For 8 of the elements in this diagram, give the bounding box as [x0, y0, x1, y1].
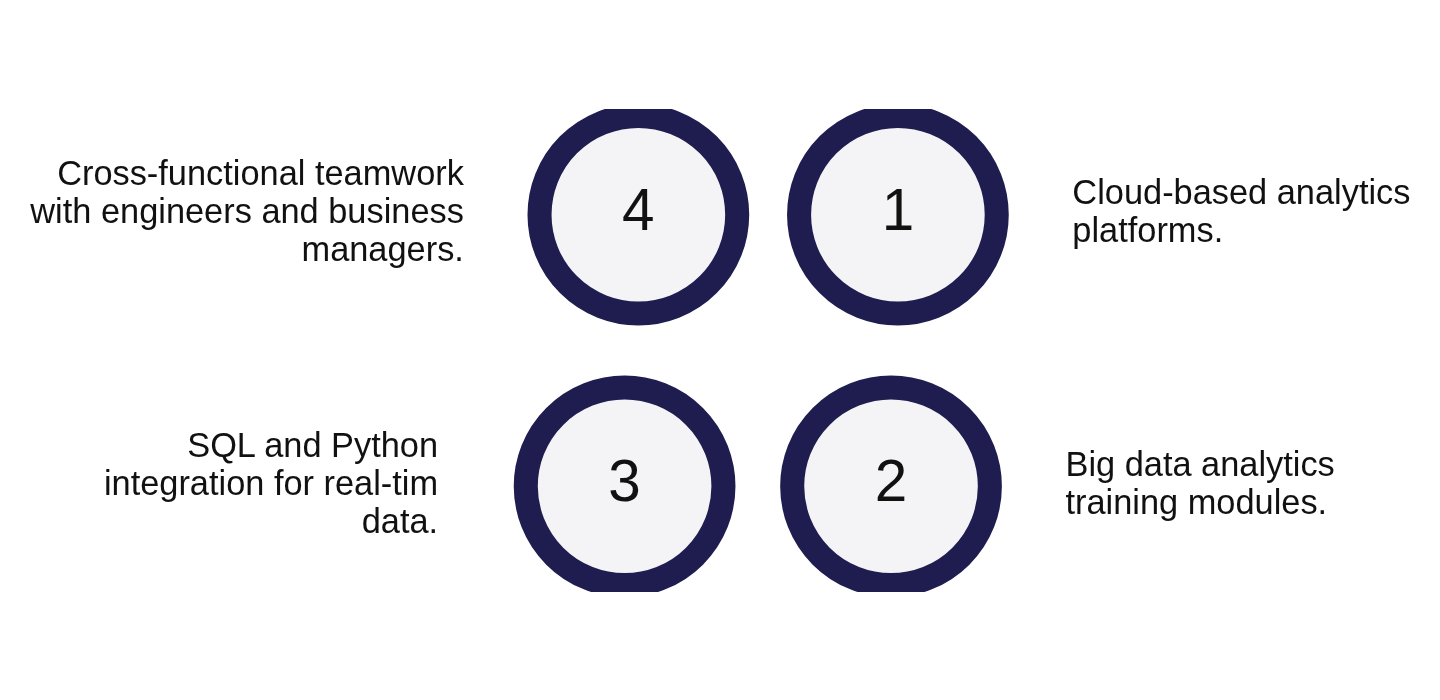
node-label: Cloud-based analytics platforms. [1072, 172, 1411, 249]
node-circle: 4 [527, 108, 750, 326]
node-circle: 2 [780, 374, 1002, 592]
node-label: SQL and Python integration for real-tim data. [103, 425, 439, 540]
node-circle: 3 [513, 374, 736, 592]
node-circle: 1 [787, 108, 1009, 326]
node-label: Cross-functional teamwork with engineers and business managers. [30, 153, 464, 268]
node-label: Big data analytics training modules. [1065, 444, 1335, 521]
